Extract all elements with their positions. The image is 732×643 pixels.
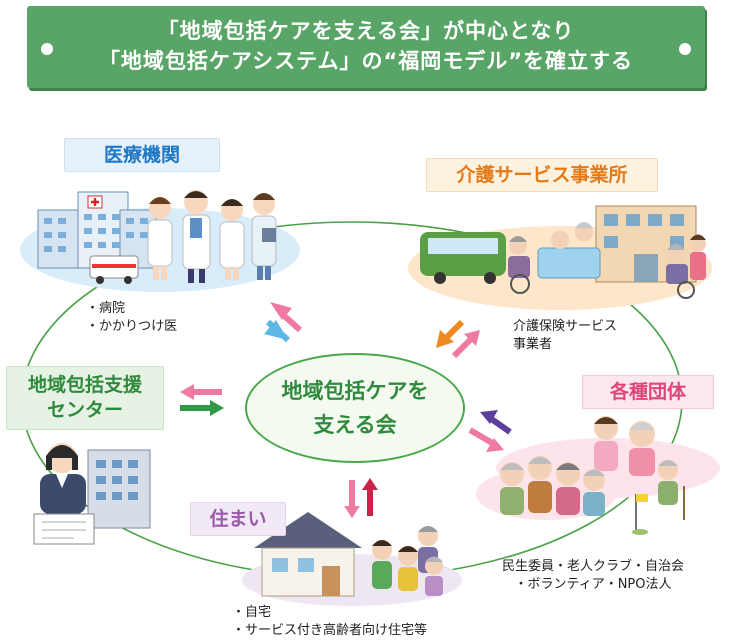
notes-groups: 民生委員・老人クラブ・自治会 ・ボランティア・NPO法人 (502, 558, 684, 594)
note-item: ・サービス付き高齢者向け住宅等 (232, 623, 428, 638)
notes-medical: ・病院 ・かかりつけ医 (86, 300, 177, 336)
groups-illustration (476, 416, 720, 535)
notes-housing: ・自宅 ・サービス付き高齢者向け住宅等 (232, 604, 427, 640)
bullet-dot-icon (41, 43, 53, 55)
note-item: 事業者 (513, 337, 553, 352)
label-support-center-line-2: センター (46, 399, 123, 421)
notes-care: 介護保険サービス 事業者 (513, 318, 617, 354)
central-line-2: 支える会 (313, 413, 397, 437)
note-item: ・病院 (86, 301, 126, 316)
central-line-1: 地域包括ケアを (281, 379, 429, 403)
arrows-groups-center (468, 410, 512, 452)
label-support-center: 地域包括支援 センター (6, 366, 164, 430)
housing-illustration (242, 512, 462, 606)
note-item: ・かかりつけ医 (86, 319, 178, 334)
care-illustration (408, 205, 712, 310)
label-medical: 医療機関 (64, 138, 220, 172)
arrows-housing-center (344, 478, 378, 518)
header-banner: 「地域包括ケアを支える会」が中心となり 「地域包括ケアシステム」の“福岡モデル”… (27, 6, 705, 88)
label-support-center-line-1: 地域包括支援 (27, 374, 142, 396)
central-organization: 地域包括ケアを 支える会 (245, 353, 465, 463)
bullet-dot-icon (679, 43, 691, 55)
header-line-2: 「地域包括ケアシステム」の“福岡モデル”を確立する (98, 49, 634, 73)
label-housing: 住まい (190, 502, 286, 536)
arrows-medical-center (264, 302, 303, 343)
label-groups: 各種団体 (582, 375, 714, 409)
support-center-illustration (33, 443, 151, 545)
note-item: ・自宅 (232, 605, 272, 620)
label-care: 介護サービス事業所 (426, 158, 658, 192)
medical-illustration (20, 190, 300, 292)
arrows-care-center (436, 319, 480, 359)
note-item: ・ボランティア・NPO法人 (514, 577, 672, 592)
note-item: 介護保険サービス (513, 319, 618, 334)
arrows-support-center (180, 384, 224, 416)
note-item: 民生委員・老人クラブ・自治会 (502, 559, 685, 574)
header-line-1: 「地域包括ケアを支える会」が中心となり (157, 19, 575, 43)
